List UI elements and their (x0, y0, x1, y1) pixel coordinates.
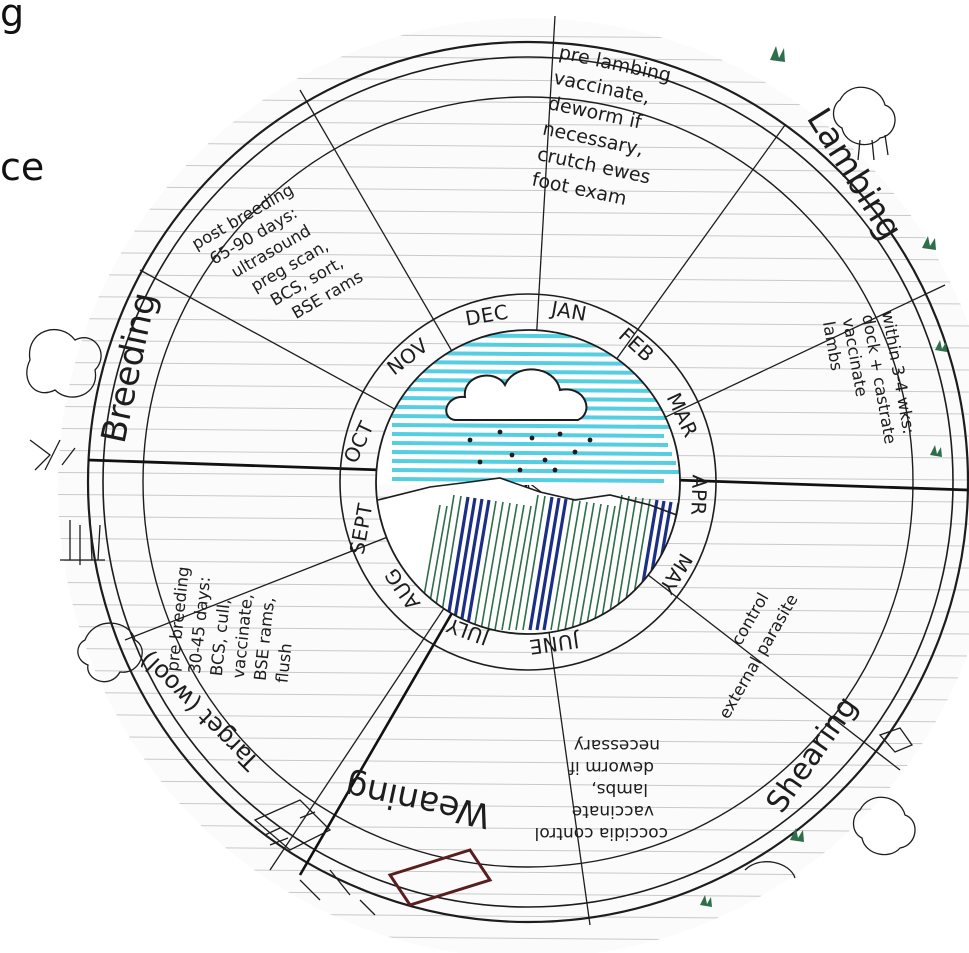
field-hatch-stroke (578, 503, 602, 631)
raindrop (542, 457, 548, 463)
outer-ring-inner (102, 56, 954, 908)
outer-ring (87, 41, 969, 923)
field-hatch-stroke (535, 497, 561, 631)
raindrop (557, 431, 563, 437)
field-hatch-stroke (487, 502, 511, 631)
paper-rule-line (58, 647, 969, 657)
note-weaning-care: coccidia control vaccinate lambs, deworm… (535, 735, 668, 843)
paper-rule-line (58, 625, 969, 635)
note-line: vaccinate (572, 801, 654, 821)
raindrop (467, 437, 473, 443)
field-hatch-stroke (550, 499, 574, 631)
field-hatch-stroke (599, 494, 623, 631)
field-hatch-stroke (501, 504, 525, 631)
field-hatch-stroke (522, 495, 546, 631)
note-postbreeding: post breeding 65-90 days: ultrasound pre… (189, 180, 367, 323)
month-ring (339, 293, 717, 671)
field-hatch-stroke (508, 505, 532, 631)
raindrop (552, 467, 558, 473)
hill-outline (377, 477, 680, 521)
field-hatch-stroke (528, 496, 554, 631)
sky-hatch-stroke (391, 459, 677, 465)
margin-doodles (26, 86, 916, 916)
paper-rule-line (58, 251, 969, 261)
note-line: flush (272, 642, 295, 684)
slide-text-fragment-top: g (0, 0, 25, 35)
sheep-sketch-icon (852, 796, 916, 856)
note-line: deworm if (568, 757, 654, 777)
field-hatch-stroke (585, 504, 609, 631)
paper-rule-line (58, 713, 969, 723)
field-hatch-stroke (592, 505, 616, 631)
paper-rule-line (58, 273, 969, 283)
raindrop (587, 437, 593, 443)
raindrop (477, 459, 483, 465)
field-hatch-stroke (451, 497, 477, 631)
paper-rule-line (58, 207, 969, 217)
paper-rule-line (58, 779, 969, 789)
note-line: lambs, (591, 779, 648, 799)
sky-hatch-stroke (391, 477, 665, 483)
paper-rule-line (58, 735, 969, 745)
paper-rule-line (58, 669, 969, 679)
field-hatch-stroke (480, 501, 504, 631)
field-hatch-stroke (515, 494, 539, 631)
sky-hatch-stroke (391, 450, 673, 456)
paper-rule-line (58, 317, 969, 327)
field-hatch-stroke (564, 501, 588, 631)
raindrop (517, 467, 523, 473)
paper-rule-line (58, 295, 969, 305)
inner-circle (375, 329, 681, 635)
field-hatch-stroke (606, 495, 630, 631)
field-hatch-stroke (557, 500, 581, 631)
note-line: coccidia control (535, 823, 668, 843)
raindrop (529, 435, 535, 441)
sky-hatch-stroke (391, 423, 680, 429)
field-hatch-stroke (444, 496, 470, 631)
month-apr: APR (686, 474, 711, 516)
title-ring (142, 96, 914, 868)
raindrop (509, 452, 515, 458)
paper-rule-line (58, 229, 969, 239)
raindrop (497, 429, 503, 435)
field-hatch-stroke (458, 498, 484, 631)
cloud-icon (445, 368, 588, 421)
note-line: necessary (574, 735, 660, 755)
field-hatch-stroke (571, 502, 595, 631)
raindrop (572, 449, 578, 455)
tree-sketch-icon (26, 329, 102, 398)
slide-text-fragment-middle: ce (0, 145, 45, 189)
field-hatch-stroke (465, 499, 491, 631)
paper-rule-line (58, 18, 969, 19)
sky-hatch-stroke (391, 441, 669, 447)
sky-hatch-stroke (391, 432, 665, 438)
field-hatch-stroke (494, 503, 518, 631)
sheep-sketch-icon (832, 86, 896, 146)
sky-hatch-stroke (391, 468, 680, 474)
field-hatch-stroke (473, 500, 497, 631)
field-hatch-stroke (542, 498, 568, 631)
grass-tufts (700, 46, 947, 907)
paper-rule-line (58, 757, 969, 767)
